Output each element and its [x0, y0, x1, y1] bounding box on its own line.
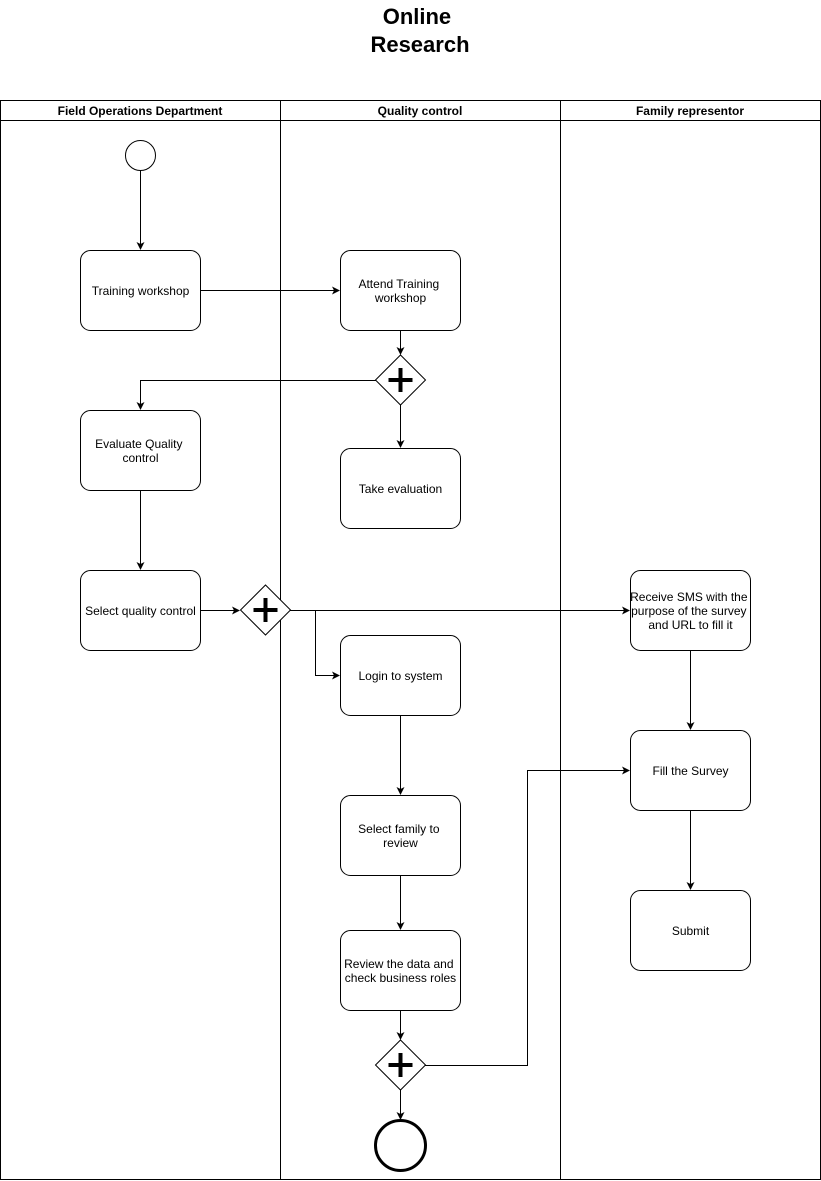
task-label-line: review — [383, 836, 418, 850]
task-box — [80, 250, 201, 331]
task-label: Submit — [672, 924, 710, 938]
plus-icon — [388, 1053, 413, 1077]
task-label-line: check business roles — [345, 971, 456, 985]
parallel-gateway-3[interactable] — [374, 1039, 427, 1091]
task-box — [80, 410, 201, 491]
task-label: Attend Training workshop — [358, 277, 442, 305]
diagram-title: Online Research — [370, 4, 469, 57]
diagram-title-line-1: Online — [383, 4, 451, 29]
task-label-line: Review the data and — [344, 957, 453, 971]
task-submit[interactable]: Submit — [630, 890, 751, 971]
flow-gateway-3-to-fill-survey — [425, 766, 630, 1066]
pool: Field Operations Department Quality cont… — [0, 100, 821, 1180]
task-label: Evaluate Quality control — [95, 437, 186, 465]
task-fill-the-survey[interactable]: Fill the Survey — [630, 730, 751, 811]
task-label: Training workshop — [92, 284, 190, 298]
diagram-title-line-2: Research — [370, 32, 469, 57]
task-label-line: Receive SMS with the — [630, 590, 748, 604]
task-box — [630, 730, 751, 811]
task-select-family-to-review[interactable]: Select family to review — [340, 795, 461, 876]
task-label-line: Select quality control — [85, 604, 196, 618]
task-attend-training-workshop[interactable]: Attend Training workshop — [340, 250, 461, 331]
task-label-line: and URL to fill it — [648, 618, 733, 632]
task-box — [80, 570, 201, 651]
task-label: Review the data and check business roles — [344, 957, 457, 985]
task-label: Take evaluation — [359, 482, 442, 496]
task-label-line: Select family to — [358, 822, 440, 836]
task-label: Select quality control — [85, 604, 196, 618]
task-label: Receive SMS with the purpose of the surv… — [630, 590, 751, 632]
task-training-workshop[interactable]: Training workshop — [80, 250, 201, 331]
flow-gateway-2-to-login — [315, 610, 340, 680]
task-label-line: Fill the Survey — [652, 764, 728, 778]
plus-icon — [253, 598, 278, 622]
plus-icon — [388, 368, 413, 392]
task-label-line: Training workshop — [92, 284, 190, 298]
task-label-line: Login to system — [358, 669, 442, 683]
parallel-gateway-2[interactable] — [239, 584, 292, 636]
task-box — [340, 930, 461, 1011]
task-label: Fill the Survey — [652, 764, 728, 778]
task-label-line: Attend Training — [358, 277, 439, 291]
flow-gateway-1-to-evaluate — [136, 380, 376, 410]
task-label-line: purpose of the survey — [631, 604, 746, 618]
task-evaluate-quality-control[interactable]: Evaluate Quality control — [80, 410, 201, 491]
lane-label-family-representor: Family representor — [636, 104, 744, 118]
task-label-line: Take evaluation — [359, 482, 442, 496]
start-event[interactable] — [125, 140, 156, 171]
task-take-evaluation[interactable]: Take evaluation — [340, 448, 461, 529]
lane-label-field-operations: Field Operations Department — [58, 104, 223, 118]
end-event[interactable] — [374, 1119, 427, 1172]
task-label-line: Submit — [672, 924, 710, 938]
task-box — [630, 570, 751, 651]
task-box — [630, 890, 751, 971]
task-label-line: workshop — [374, 291, 427, 305]
task-label: Select family to review — [358, 822, 443, 850]
task-receive-sms[interactable]: Receive SMS with the purpose of the surv… — [630, 570, 751, 651]
task-box — [340, 795, 461, 876]
task-box — [340, 635, 461, 716]
connectors — [136, 170, 695, 1120]
task-box — [340, 448, 461, 529]
task-login-to-system[interactable]: Login to system — [340, 635, 461, 716]
task-label: Login to system — [358, 669, 442, 683]
task-box — [340, 250, 461, 331]
task-label-line: Evaluate Quality — [95, 437, 182, 451]
task-label-line: control — [122, 451, 158, 465]
lane-label-quality-control: Quality control — [378, 104, 463, 118]
task-review-the-data[interactable]: Review the data and check business roles — [340, 930, 461, 1011]
parallel-gateway-1[interactable] — [374, 354, 427, 406]
task-select-quality-control[interactable]: Select quality control — [80, 570, 201, 651]
